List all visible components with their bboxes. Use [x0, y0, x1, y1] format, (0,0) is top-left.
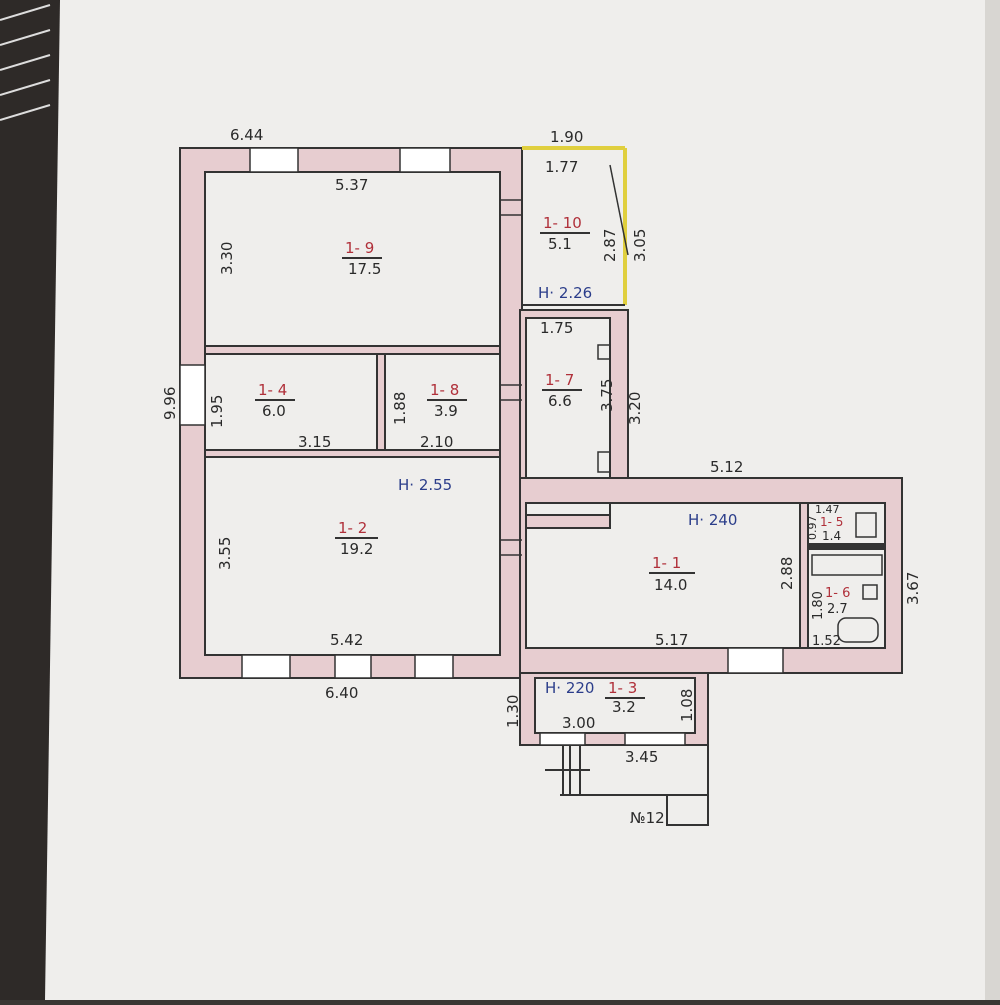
- room-1-5-label: 1- 51.4: [820, 515, 843, 543]
- svg-text:6.0: 6.0: [262, 402, 286, 420]
- partition-wall: [808, 543, 885, 550]
- dimension-label: 2.87: [601, 229, 619, 262]
- svg-text:1- 1: 1- 1: [652, 554, 681, 572]
- svg-text:1- 10: 1- 10: [543, 214, 582, 232]
- room-1-10-label: 1- 10 5.1: [540, 214, 590, 253]
- partition-wall: [204, 449, 501, 458]
- svg-text:1- 7: 1- 7: [545, 371, 574, 389]
- dimension-label: 1.75: [540, 319, 573, 337]
- ceiling-height-label: H· 240: [688, 511, 737, 529]
- dimension-label: 1.30: [504, 695, 522, 728]
- windows: [179, 147, 784, 746]
- dimension-label: 1.08: [678, 689, 696, 722]
- dimension-label: 1.88: [391, 392, 409, 425]
- dimension-label: 1.52: [812, 634, 841, 649]
- dimension-label: 5.17: [655, 631, 688, 649]
- partition-wall: [799, 502, 809, 649]
- partition-wall: [204, 345, 501, 355]
- dimension-label: 3.00: [562, 714, 595, 732]
- dimension-label: 1.77: [545, 158, 578, 176]
- dimension-label: 0.97: [806, 516, 819, 541]
- partition-wall: [376, 353, 386, 451]
- stair-label: №12: [630, 809, 665, 827]
- sink-icon: [862, 584, 878, 600]
- dimension-label: 3.67: [904, 572, 922, 605]
- svg-text:19.2: 19.2: [340, 540, 373, 558]
- dimension-label: 5.42: [330, 631, 363, 649]
- svg-text:14.0: 14.0: [654, 576, 687, 594]
- room-1-4-label: 1- 4 6.0: [255, 381, 295, 420]
- svg-text:3.9: 3.9: [434, 402, 458, 420]
- dimension-label: 2.88: [778, 557, 796, 590]
- dimension-label: 3.55: [216, 537, 234, 570]
- room-1-1-walls: [519, 477, 903, 674]
- dimension-label: 5.37: [335, 176, 368, 194]
- dimension-label: 3.45: [625, 748, 658, 766]
- bathtub-icon: [811, 554, 883, 576]
- room-1-1-label: 1- 1 14.0: [649, 554, 695, 594]
- dimension-label: 3.05: [631, 229, 649, 262]
- svg-text:1- 8: 1- 8: [430, 381, 459, 399]
- binder-rings: [0, 4, 51, 121]
- svg-text:1- 5: 1- 5: [820, 515, 843, 529]
- dimension-label: 1.95: [208, 395, 226, 428]
- svg-text:1- 9: 1- 9: [345, 239, 374, 257]
- room-1-7-label: 1- 7 6.6: [542, 371, 582, 410]
- veranda-outline: [522, 146, 627, 306]
- room-1-3-label: 1- 33.2: [605, 679, 645, 716]
- svg-text:3.2: 3.2: [612, 698, 636, 716]
- dimension-label: 3.30: [218, 242, 236, 275]
- porch-steps: [545, 745, 709, 826]
- room-1-6-label: 1- 62.7: [825, 586, 850, 617]
- svg-text:1- 4: 1- 4: [258, 381, 287, 399]
- dimension-label: 5.12: [710, 458, 743, 476]
- svg-text:1.4: 1.4: [822, 529, 841, 543]
- ceiling-height-label: H· 220: [545, 679, 594, 697]
- svg-text:5.1: 5.1: [548, 235, 572, 253]
- svg-text:1- 3: 1- 3: [608, 679, 637, 697]
- sink-icon: [597, 344, 611, 360]
- ceiling-height-label: H· 2.26: [538, 284, 592, 302]
- dimension-label: 2.10: [420, 433, 453, 451]
- ceiling-height-label: H· 2.55: [398, 476, 452, 494]
- dimension-label: 3.75: [598, 379, 616, 412]
- dimension-label: 6.44: [230, 126, 263, 144]
- svg-text:2.7: 2.7: [827, 602, 848, 617]
- dimension-label: 1.80: [811, 591, 826, 620]
- svg-text:6.6: 6.6: [548, 392, 572, 410]
- dimension-label: 6.40: [325, 684, 358, 702]
- toilet-icon: [855, 512, 877, 538]
- dimension-label: 3.20: [626, 392, 644, 425]
- stove-icon: [597, 451, 611, 473]
- bathroom-fixtures: [597, 344, 883, 643]
- dimension-label: 1.47: [815, 503, 840, 516]
- room-1-9-label: 1- 9 17.5: [342, 239, 382, 278]
- room-1-2-label: 1- 2 19.2: [335, 519, 378, 558]
- room-1-8-label: 1- 8 3.9: [427, 381, 467, 420]
- dimension-label: 3.15: [298, 433, 331, 451]
- dimension-label: 1.90: [550, 128, 583, 146]
- svg-text:1- 6: 1- 6: [825, 586, 850, 601]
- svg-text:1- 2: 1- 2: [338, 519, 367, 537]
- dimension-label: 9.96: [161, 387, 179, 420]
- doors: [500, 164, 629, 556]
- toilet-icon: [837, 617, 879, 643]
- svg-text:17.5: 17.5: [348, 260, 381, 278]
